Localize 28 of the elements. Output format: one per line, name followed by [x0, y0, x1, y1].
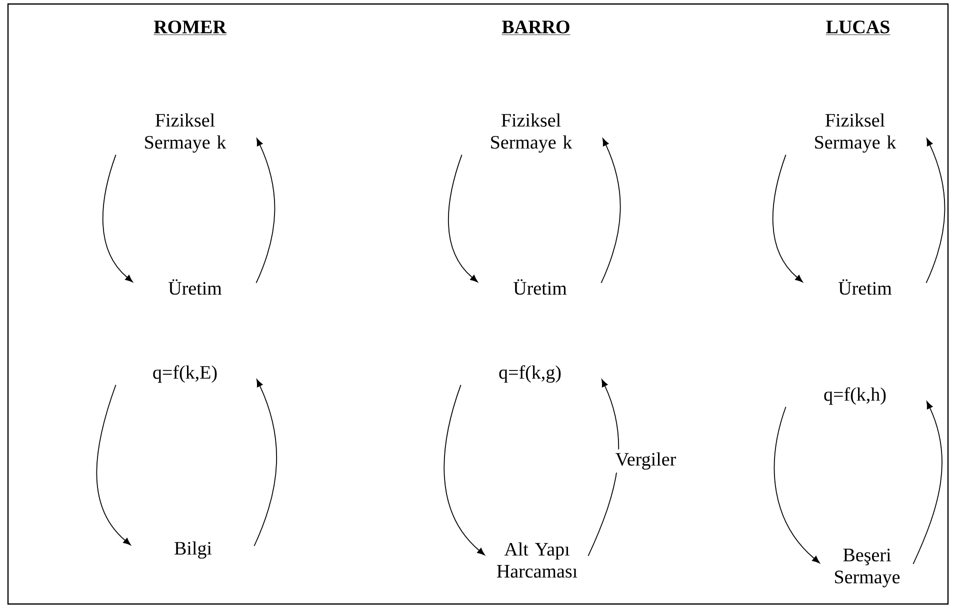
- node-text: Beşeri Sermaye: [835, 548, 900, 588]
- node-text: Üretim: [514, 279, 567, 295]
- arrow: [256, 138, 276, 284]
- node-text: q=f(k,E): [153, 365, 217, 383]
- node-text: Alt Yapı Harcaması: [496, 542, 578, 578]
- node-text: q=f(k,h): [824, 387, 886, 405]
- arrow: [926, 138, 946, 284]
- edge-label: Vergiler: [612, 449, 680, 473]
- arrow: [102, 154, 133, 282]
- node-text: Üretim: [838, 279, 892, 295]
- node-text: Üretim: [168, 279, 222, 295]
- heading: ROMER: [153, 20, 227, 35]
- node-text: Bilgi: [174, 541, 212, 559]
- arrow: [444, 384, 485, 556]
- arrow: [912, 401, 942, 564]
- node-text: q=f(k,g): [499, 365, 561, 383]
- arrow: [772, 154, 803, 282]
- arrow: [448, 154, 478, 282]
- arrow: [600, 138, 621, 284]
- node-text: Fiziksel Sermaye k: [491, 113, 572, 153]
- arrow: [96, 384, 131, 546]
- node-text: Fiziksel Sermaye k: [145, 113, 226, 153]
- arrow: [588, 379, 619, 556]
- arrow: [254, 379, 277, 546]
- heading: BARRO: [502, 20, 571, 35]
- arrow: [774, 406, 820, 564]
- heading: LUCAS: [826, 20, 890, 35]
- node-text: Fiziksel Sermaye k: [815, 113, 896, 153]
